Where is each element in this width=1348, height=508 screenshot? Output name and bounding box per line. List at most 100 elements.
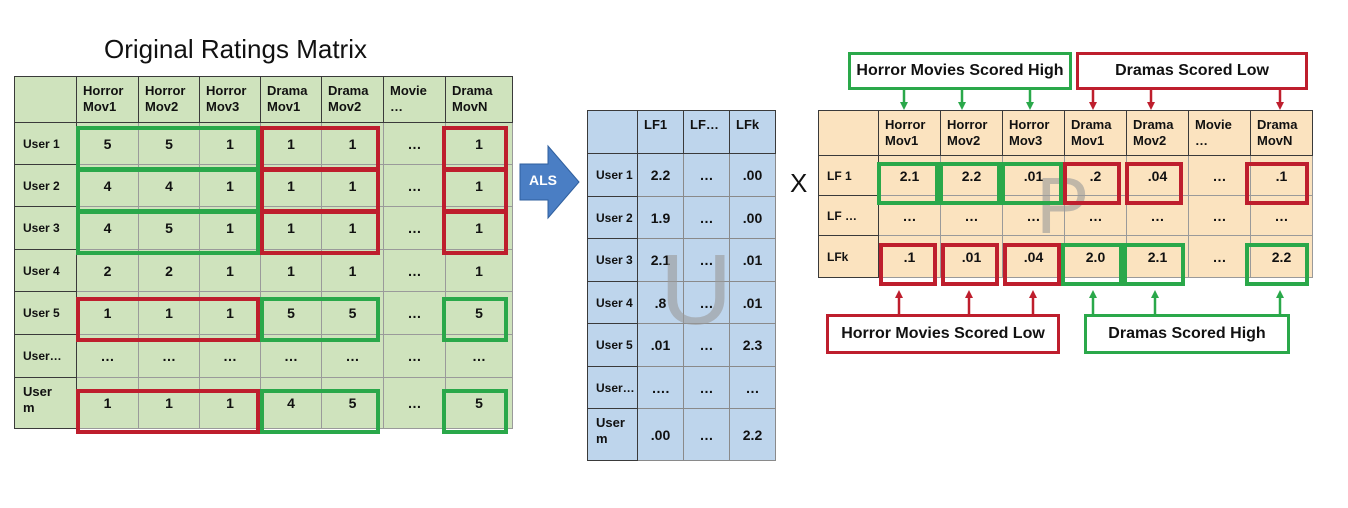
multiply-symbol: X bbox=[790, 168, 808, 198]
row-header: User 2 bbox=[587, 196, 638, 239]
value-cell: … bbox=[729, 366, 776, 409]
value-cell: .00 bbox=[637, 408, 684, 461]
value-cell: 5 bbox=[445, 377, 513, 429]
p-corner-cell bbox=[818, 110, 879, 156]
value-cell: … bbox=[683, 408, 730, 461]
value-cell: 2 bbox=[138, 249, 200, 292]
row-header: User 3 bbox=[587, 238, 638, 282]
row-header: User 1 bbox=[587, 153, 638, 197]
matrix-row: User…….…… bbox=[587, 366, 776, 409]
u-matrix-letter: U bbox=[660, 234, 733, 346]
row-header: User 3 bbox=[14, 206, 77, 250]
value-cell: … bbox=[383, 334, 446, 378]
value-cell: … bbox=[383, 164, 446, 207]
value-cell: 1 bbox=[445, 249, 513, 292]
value-cell: .01 bbox=[1002, 155, 1065, 196]
als-arrow bbox=[519, 144, 580, 220]
value-cell: 5 bbox=[321, 377, 384, 429]
value-cell: 1.9 bbox=[637, 196, 684, 239]
value-cell: .04 bbox=[1002, 235, 1065, 278]
value-cell: 4 bbox=[260, 377, 322, 429]
value-cell: … bbox=[683, 366, 730, 409]
row-header: User… bbox=[587, 366, 638, 409]
row-header: User… bbox=[14, 334, 77, 378]
callout-dramas-low: Dramas Scored Low bbox=[1076, 52, 1308, 90]
value-cell: .00 bbox=[729, 153, 776, 197]
als-label: ALS bbox=[529, 172, 557, 188]
row-header: User 4 bbox=[587, 281, 638, 324]
value-cell: 1 bbox=[199, 249, 261, 292]
value-cell: 2.1 bbox=[637, 238, 684, 282]
row-header: User 5 bbox=[14, 291, 77, 335]
value-cell: 2 bbox=[76, 249, 139, 292]
value-cell: … bbox=[683, 153, 730, 197]
value-cell: 2.1 bbox=[1126, 235, 1189, 278]
value-cell: … bbox=[1188, 155, 1251, 196]
callout-dramas-high: Dramas Scored High bbox=[1084, 314, 1290, 354]
arrows-dramas-low bbox=[1089, 90, 1284, 110]
callout-horror-high: Horror Movies Scored High bbox=[848, 52, 1072, 90]
row-header: LF 1 bbox=[818, 155, 879, 196]
row-header: User 2 bbox=[14, 164, 77, 207]
value-cell: … bbox=[683, 196, 730, 239]
value-cell: 2.0 bbox=[1064, 235, 1127, 278]
row-header: User 4 bbox=[14, 249, 77, 292]
column-header: LFk bbox=[729, 110, 776, 154]
value-cell: …. bbox=[637, 366, 684, 409]
arrows-dramas-high bbox=[1089, 290, 1284, 314]
value-cell: … bbox=[1188, 235, 1251, 278]
value-cell: 1 bbox=[138, 377, 200, 429]
row-header: User 1 bbox=[14, 122, 77, 165]
value-cell: .01 bbox=[940, 235, 1003, 278]
value-cell: 1 bbox=[199, 377, 261, 429]
ratings-matrix-title: Original Ratings Matrix bbox=[104, 34, 367, 64]
row-header: LFk bbox=[818, 235, 879, 278]
value-cell: … bbox=[383, 122, 446, 165]
value-cell: … bbox=[383, 206, 446, 250]
value-cell: … bbox=[1188, 195, 1251, 236]
value-cell: … bbox=[683, 323, 730, 367]
column-header: LF… bbox=[683, 110, 730, 154]
column-header: LF1 bbox=[637, 110, 684, 154]
ratings-corner-cell bbox=[14, 76, 77, 123]
u-corner-cell bbox=[587, 110, 638, 154]
value-cell: 2.3 bbox=[729, 323, 776, 367]
value-cell: … bbox=[383, 377, 446, 429]
row-header: LF … bbox=[818, 195, 879, 236]
value-cell: 2.2 bbox=[637, 153, 684, 197]
value-cell: .00 bbox=[729, 196, 776, 239]
arrows-horror-low bbox=[895, 290, 1037, 314]
value-cell: … bbox=[683, 238, 730, 282]
value-cell: .01 bbox=[729, 238, 776, 282]
value-cell: … bbox=[383, 249, 446, 292]
callout-horror-low: Horror Movies Scored Low bbox=[826, 314, 1060, 354]
value-cell: … bbox=[683, 281, 730, 324]
arrows-horror-high bbox=[900, 90, 1034, 110]
value-cell: 1 bbox=[321, 249, 384, 292]
value-cell: 2.2 bbox=[1250, 235, 1313, 278]
value-cell: 2.2 bbox=[729, 408, 776, 461]
